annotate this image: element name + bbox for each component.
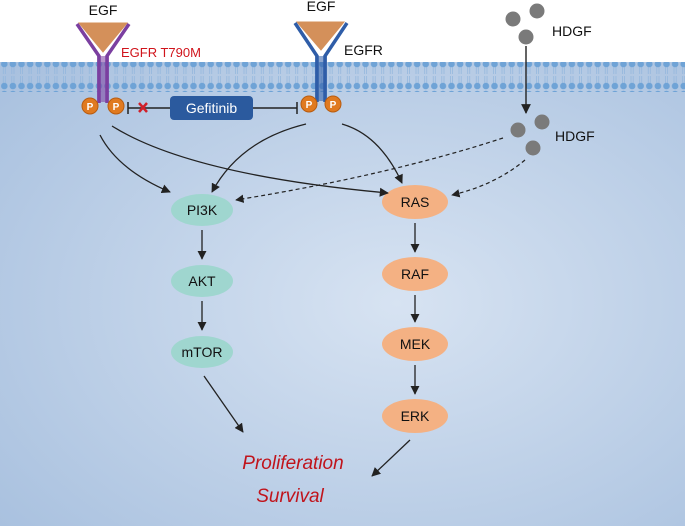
akt-label: AKT xyxy=(188,273,216,289)
phospho-icon xyxy=(81,97,99,115)
ras-label: RAS xyxy=(401,194,430,210)
proliferation-label: Proliferation xyxy=(242,453,343,474)
akt-node xyxy=(171,265,233,297)
gefitinib-label: Gefitinib xyxy=(186,100,238,116)
arrow-erk-outcome xyxy=(371,439,411,477)
svg-text:P: P xyxy=(87,102,94,113)
hdgf-label-mid: HDGF xyxy=(555,128,595,144)
mek-node xyxy=(382,327,448,361)
svg-text:P: P xyxy=(330,100,337,111)
hdgf-dot xyxy=(525,140,541,156)
pi3k-node xyxy=(171,194,233,226)
ras-pathway: RAS RAF MEK ERK xyxy=(382,185,448,433)
pi3k-label: PI3K xyxy=(187,202,218,218)
phospho-icon xyxy=(324,95,342,113)
egf-ligand-left xyxy=(77,22,129,53)
erk-node xyxy=(382,399,448,433)
cytoplasm-background xyxy=(0,62,685,526)
arrow-egfr-to-pi3k xyxy=(211,123,307,193)
arrow-egfr-to-ras xyxy=(341,123,403,184)
phospho-sites-left: P P xyxy=(81,97,125,115)
hdgf-dot xyxy=(510,122,526,138)
arrow-t790m-to-ras xyxy=(111,125,389,197)
arrow-hdgf-to-pi3k xyxy=(235,137,504,203)
egfr-wt-receptor xyxy=(293,21,349,102)
hdgf-dot xyxy=(534,114,550,130)
phospho-icon xyxy=(300,95,318,113)
hdgf-dot xyxy=(505,11,521,27)
egfr-t790m-label: EGFR T790M xyxy=(121,45,201,60)
phospho-sites-center: P P xyxy=(300,95,342,113)
erk-label: ERK xyxy=(401,408,430,424)
egf-label-center: EGF xyxy=(307,0,336,14)
phospho-icon xyxy=(107,97,125,115)
hdgf-ligands-intracellular xyxy=(510,114,550,156)
pathway-arrows xyxy=(99,123,420,477)
hdgf-dot xyxy=(518,29,534,45)
arrow-t790m-to-pi3k xyxy=(99,134,171,193)
mek-label: MEK xyxy=(400,336,431,352)
hdgf-dashed-arrows xyxy=(235,137,526,203)
hdgf-dot xyxy=(529,3,545,19)
gefitinib-box xyxy=(170,96,253,120)
egf-ligand-center xyxy=(295,21,346,51)
mtor-label: mTOR xyxy=(182,344,223,360)
arrow-mtor-outcome xyxy=(203,375,244,433)
egf-label-left: EGF xyxy=(89,2,118,18)
survival-label: Survival xyxy=(256,486,324,507)
ras-node xyxy=(382,185,448,219)
svg-text:P: P xyxy=(306,100,313,111)
raf-node xyxy=(382,257,448,291)
hdgf-label-top: HDGF xyxy=(552,23,592,39)
svg-text:P: P xyxy=(113,102,120,113)
raf-label: RAF xyxy=(401,266,429,282)
hdgf-ligands-extracellular xyxy=(505,3,545,45)
egfr-t790m-receptor xyxy=(75,22,131,103)
arrow-hdgf-to-ras xyxy=(451,159,526,198)
resistance-x-icon xyxy=(138,102,148,113)
pi3k-pathway: PI3K AKT mTOR xyxy=(171,194,233,368)
cell-membrane xyxy=(0,62,685,92)
egfr-label: EGFR xyxy=(344,42,383,58)
mtor-node xyxy=(171,336,233,368)
